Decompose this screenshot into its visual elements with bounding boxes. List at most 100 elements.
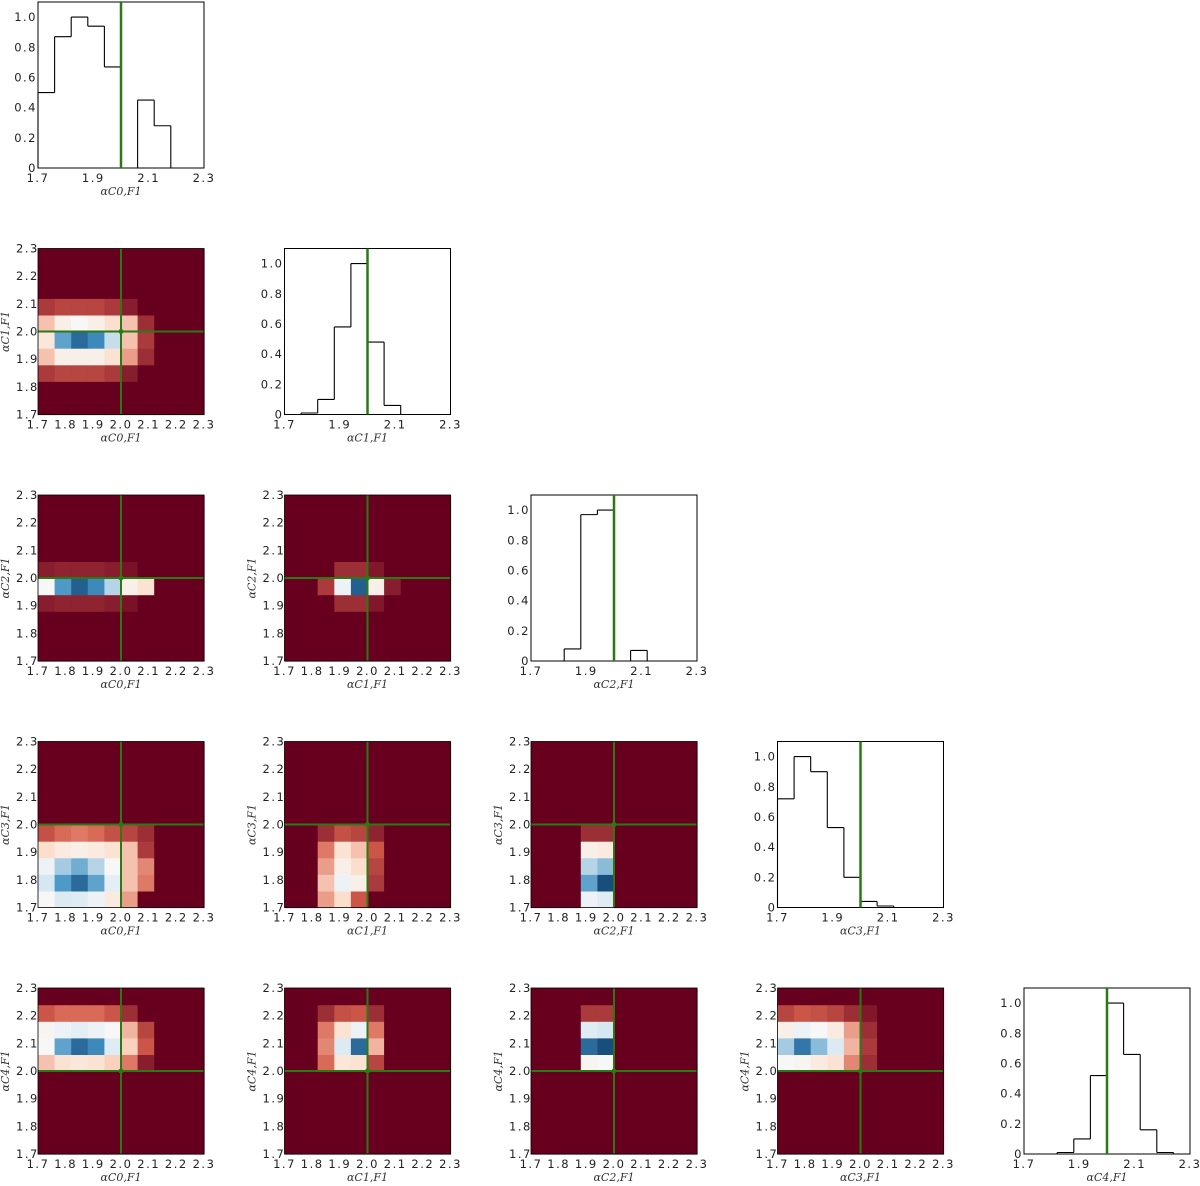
heatmap-cell (38, 1037, 56, 1055)
heatmap-cell (433, 741, 452, 759)
y-tick-label: 0.2 (261, 377, 284, 391)
heatmap-cell (630, 841, 648, 859)
y-tick-label: 2.2 (16, 516, 39, 530)
heatmap-cell (860, 1120, 878, 1138)
heatmap-cell (367, 890, 385, 909)
x-tick-label: 1.8 (301, 1157, 324, 1171)
heatmap-cell (284, 1087, 302, 1105)
heatmap-cell (87, 265, 105, 283)
heatmap-cell (433, 1137, 452, 1155)
heatmap-cell (170, 644, 188, 662)
heatmap-cell (301, 578, 319, 596)
heatmap-cell (384, 890, 402, 909)
y-tick-label: 1.9 (16, 599, 39, 613)
heatmap-cell (38, 857, 56, 875)
x-tick-label: 2.3 (193, 911, 216, 925)
heatmap-cell (531, 807, 549, 826)
heatmap-cell (104, 1021, 122, 1039)
y-tick-label: 1.8 (16, 380, 39, 394)
heatmap-cell (843, 1037, 862, 1055)
heatmap-cell (680, 774, 698, 792)
heatmap-cell (154, 1087, 172, 1105)
heatmap-cell (400, 1021, 418, 1039)
heatmap-cell (367, 495, 385, 513)
x-axis-label: αC4,F1 (1087, 1171, 1128, 1184)
heatmap-cell (54, 1120, 72, 1138)
y-tick-label: 2.3 (263, 981, 286, 995)
heatmap-cell (121, 841, 139, 859)
x-tick-label: 1.9 (575, 664, 598, 678)
heatmap-cell (137, 281, 155, 299)
heatmap-cell (38, 988, 56, 1006)
heatmap-cell (663, 807, 681, 826)
heatmap-cell (301, 988, 319, 1006)
heatmap-cell (384, 561, 402, 579)
heatmap-cell (54, 1004, 72, 1022)
heatmap-cell (137, 1037, 155, 1055)
x-tick-label: 2.2 (658, 911, 681, 925)
heatmap-cell (384, 1071, 402, 1089)
x-axis-label: αC0,F1 (101, 678, 142, 691)
heatmap-cell (597, 758, 615, 776)
heatmap-cell (893, 1004, 911, 1022)
x-tick-label: 2.0 (849, 1157, 872, 1171)
heatmap-cell (400, 807, 418, 826)
heatmap-cell (350, 807, 369, 826)
heatmap-cell (433, 1104, 452, 1122)
heatmap-cell (38, 644, 56, 662)
heatmap-cell (614, 1071, 632, 1089)
heatmap-cell (104, 1004, 122, 1022)
heatmap-cell (317, 758, 335, 776)
heatmap-cell (547, 1021, 565, 1039)
heatmap-cell (400, 1120, 418, 1138)
y-tick-label: 0 (521, 654, 530, 668)
heatmap-cell (334, 528, 352, 546)
heatmap-cell (893, 1104, 911, 1122)
heatmap-cell (87, 331, 105, 349)
heatmap-cell (680, 1004, 698, 1022)
heatmap-cell (630, 791, 648, 809)
heatmap-cell (154, 298, 172, 316)
heatmap-cell (121, 348, 139, 366)
x-tick-label: 1.8 (54, 418, 77, 432)
heatmap-cell (647, 807, 665, 826)
heatmap-cell (301, 841, 319, 859)
heatmap-cell (54, 511, 72, 529)
heatmap-cell (877, 1120, 895, 1138)
heatmap-cell (647, 1137, 665, 1155)
heatmap-cell (54, 807, 72, 826)
heatmap-cell (877, 1021, 895, 1039)
heatmap-cell (154, 644, 172, 662)
heatmap-cell (170, 807, 188, 826)
x-tick-label: 2.3 (686, 911, 709, 925)
heatmap-cell (284, 857, 302, 875)
heatmap-cell (433, 857, 452, 875)
heatmap-cell (317, 988, 335, 1006)
heatmap-cell (137, 1120, 155, 1138)
heatmap-cell (38, 758, 56, 776)
x-tick-label: 2.0 (356, 911, 379, 925)
x-tick-label: 1.7 (27, 418, 50, 432)
heatmap-cell (926, 1004, 945, 1022)
heatmap-cell (433, 544, 452, 562)
heatmap-cell (926, 1120, 945, 1138)
heatmap-cell (154, 381, 172, 399)
truth-marker (611, 1068, 617, 1074)
heatmap-cell (284, 1054, 302, 1072)
heatmap-cell (317, 857, 335, 875)
heatmap-cell (367, 774, 385, 792)
heatmap-cell (187, 1054, 205, 1072)
heatmap-cell (597, 791, 615, 809)
heatmap-cell (38, 1137, 56, 1155)
heatmap-cell (843, 1004, 862, 1022)
heatmap-cell (170, 774, 188, 792)
heatmap-cell (614, 988, 632, 1006)
heatmap-cell (54, 561, 72, 579)
heatmap-cell (334, 857, 352, 875)
heatmap-cell (170, 1037, 188, 1055)
heatmap-cell (317, 791, 335, 809)
heatmap-cell (367, 1120, 385, 1138)
x-axis-label: αC3,F1 (840, 925, 881, 938)
heatmap-cell (187, 1087, 205, 1105)
